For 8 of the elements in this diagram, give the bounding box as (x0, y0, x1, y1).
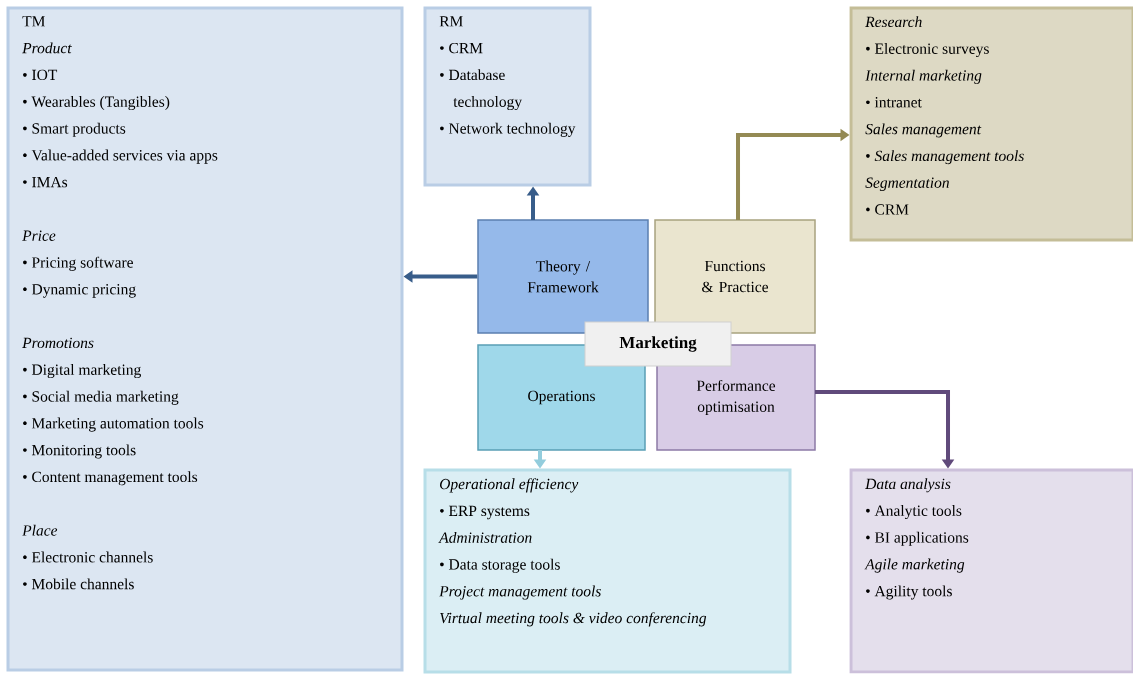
text-panel: Data analysis • Analytic tools • BI applications Agile marketing • Agility tools (849, 468, 1133, 674)
text-panel: TM Product • IOT • Wearables (Tangibles) • Smart products • Value-added services via apps • IMAs Price • Pricing software • Dynamic pricing Promotions • Digital marketing • Social media marketing • Marketing automation tools • Monitoring tools • Content management tools Place • Electronic channels • Mobile channels (6, 6, 404, 672)
title-box: Marketing (584, 321, 732, 367)
text-panel: Operational efficiency • ERP systems Administration • Data storage tools Project management tools Virtual meeting tools & video conferencing (423, 468, 792, 674)
text-panel: RM • CRM • Database technology • Network technology (423, 6, 592, 187)
tile: Functions & Practice (654, 219, 816, 334)
text-panel: Research • Electronic surveys Internal marketing • intranet Sales management • Sales management tools Segmentation • CRM (849, 6, 1133, 242)
tile: Theory / Framework (477, 219, 649, 334)
